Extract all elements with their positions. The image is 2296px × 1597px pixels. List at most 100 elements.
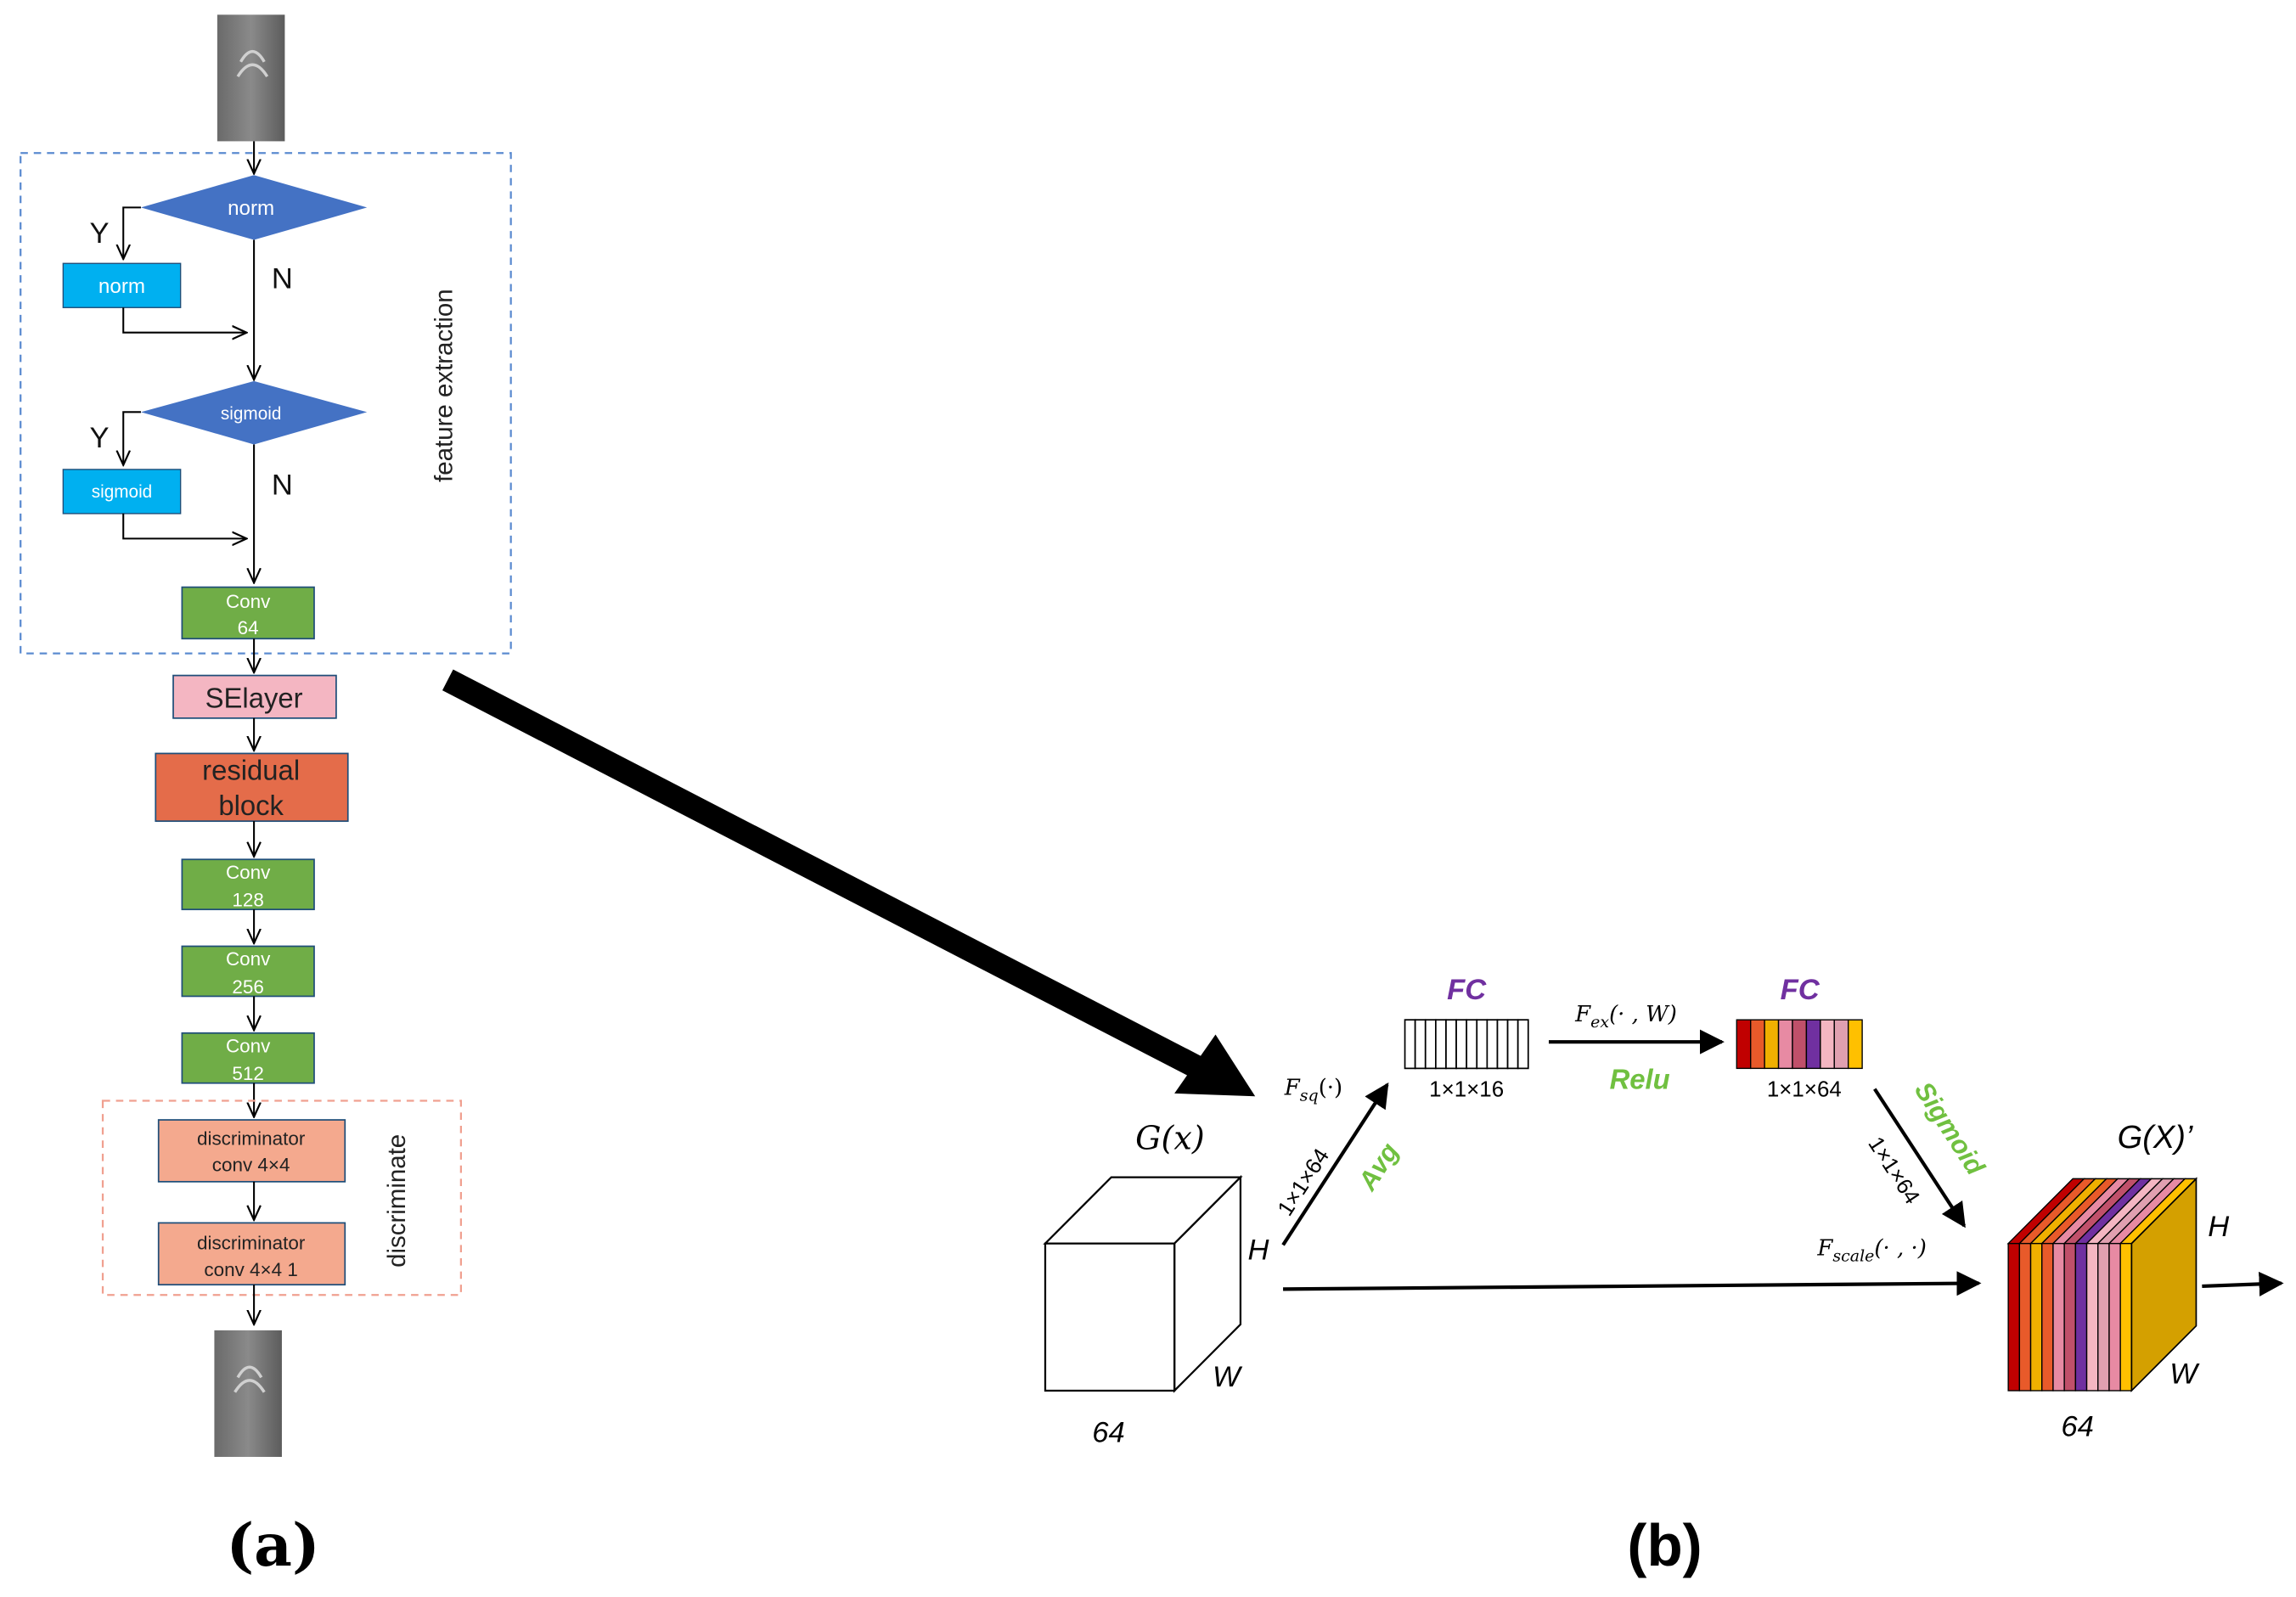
fc1-cell [1414, 1019, 1427, 1070]
input-h: H [1248, 1234, 1270, 1267]
feature-extraction-label: feature extraction [430, 289, 459, 482]
norm-decision [140, 175, 368, 240]
output-cube-channel [2018, 1242, 2032, 1392]
residual-line2: block [218, 790, 284, 821]
output-cube-channel [2052, 1242, 2065, 1392]
sigmoid-box [62, 469, 182, 515]
fc1-cell [1517, 1019, 1529, 1070]
fc2-cell [1736, 1019, 1752, 1070]
big-arrow [442, 669, 1256, 1097]
input-w: W [1213, 1361, 1243, 1393]
input-cube [1043, 1174, 1243, 1393]
fc1-cell [1424, 1019, 1437, 1070]
output-w: W [2169, 1358, 2200, 1390]
conv-64-box [181, 586, 315, 640]
output-cube-channel [2063, 1242, 2077, 1392]
conv-64-line2: 64 [238, 617, 259, 638]
output-image [214, 1330, 282, 1457]
feature-extraction-group [20, 152, 512, 655]
output-cube-channel [2041, 1242, 2054, 1392]
fc2-cell [1764, 1019, 1780, 1070]
output-cube-channel [2108, 1242, 2121, 1392]
output-cube-channel [2097, 1242, 2110, 1392]
output-label: G(X)’ [2118, 1120, 2193, 1156]
selayer-label: SElayer [205, 683, 303, 714]
yes-label-2: Y [89, 422, 109, 454]
residual-line1: residual [202, 755, 300, 786]
fc1-cell [1476, 1019, 1488, 1070]
relu-label: Relu [1610, 1064, 1670, 1095]
fc1-cell [1486, 1019, 1499, 1070]
fc2-vector [1736, 1019, 1863, 1070]
output-cube-channel [2029, 1242, 2043, 1392]
fc2-cell [1847, 1019, 1863, 1070]
fc1-cell [1445, 1019, 1457, 1070]
fc2-dim: 1×1×64 [1767, 1076, 1842, 1101]
fc1-cell [1455, 1019, 1468, 1070]
sigmoid-label: Sigmoid [1909, 1077, 1991, 1181]
disc2-line1: discriminator [197, 1233, 306, 1254]
norm-box [62, 262, 182, 308]
discriminate-label: discriminate [383, 1134, 411, 1268]
disc1-line1: discriminator [197, 1127, 306, 1149]
output-cube [2006, 1177, 2198, 1393]
caption-a: (a) [226, 1511, 319, 1580]
excite-dim: 1×1×64 [1863, 1132, 1925, 1208]
fc2-cell [1777, 1019, 1793, 1070]
output-cube-channel [2085, 1242, 2099, 1392]
fc2-cell [1750, 1019, 1765, 1070]
input-c: 64 [1092, 1417, 1124, 1449]
input-image [217, 14, 285, 142]
norm-decision-label: norm [228, 197, 274, 220]
panel-a: feature extraction norm Y norm N sigmoid… [20, 14, 512, 1580]
fscale-label: Fscale(· , ·) [1816, 1235, 1926, 1265]
conv-512-box [181, 1032, 315, 1084]
output-cube-side [2130, 1177, 2198, 1393]
conv-256-box [181, 945, 315, 998]
output-c: 64 [2061, 1411, 2093, 1443]
disc1-line2: conv 4×4 [212, 1155, 290, 1176]
sigmoid-decision [140, 380, 368, 445]
fc2-cell [1820, 1019, 1835, 1070]
conv-64-line1: Conv [226, 591, 271, 612]
discriminate-group [101, 1099, 462, 1296]
output-cube-channel [2007, 1242, 2021, 1392]
fc2-cell [1805, 1019, 1821, 1070]
conv-128-box [181, 858, 315, 911]
norm-box-label: norm [98, 275, 145, 298]
sigmoid-box-label: sigmoid [92, 482, 152, 502]
conv-256-line1: Conv [226, 948, 271, 970]
disc2-line2: conv 4×4 1 [204, 1259, 298, 1280]
discriminator-conv-2 [157, 1222, 346, 1286]
fc1-dim: 1×1×16 [1429, 1076, 1504, 1101]
fc1-cell [1434, 1019, 1447, 1070]
fc1-cell [1404, 1019, 1416, 1070]
fex-label: Fex(· , W) [1574, 1002, 1677, 1032]
fc1-title: FC [1447, 974, 1487, 1006]
avg-label: Avg [1352, 1138, 1404, 1196]
output-cube-channel [2074, 1242, 2088, 1392]
no-label-2: N [272, 469, 293, 501]
panel-b: G(x) H W 64 Fsq(·) 1×1×64 Avg FC 1×1×16 … [1043, 974, 2284, 1578]
output-cube-channel [2119, 1242, 2133, 1392]
conv-256-line2: 256 [232, 976, 263, 998]
fsq-label: Fsq(·) [1284, 1076, 1342, 1105]
yes-label-1: Y [89, 217, 109, 250]
fc2-cell [1792, 1019, 1808, 1070]
no-label-1: N [272, 263, 293, 295]
sigmoid-decision-label: sigmoid [221, 404, 281, 424]
residual-block-box [155, 752, 349, 823]
fc1-cell [1496, 1019, 1509, 1070]
conv-128-line1: Conv [226, 862, 271, 883]
input-label: G(x) [1135, 1120, 1205, 1157]
conv-512-line2: 512 [232, 1063, 263, 1084]
conv-512-line1: Conv [226, 1035, 271, 1056]
output-h: H [2208, 1211, 2230, 1243]
fc2-title: FC [1781, 974, 1820, 1006]
fc1-vector [1404, 1019, 1529, 1070]
fc1-cell [1466, 1019, 1478, 1070]
fc2-cell [1833, 1019, 1849, 1070]
conv-128-line2: 128 [232, 890, 263, 911]
discriminator-conv-1 [157, 1119, 346, 1183]
